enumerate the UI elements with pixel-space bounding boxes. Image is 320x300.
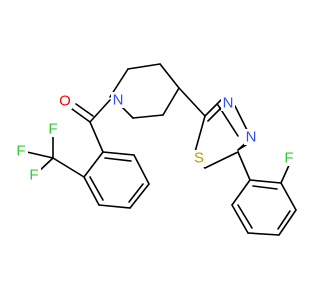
bond bbox=[204, 151, 239, 169]
bond bbox=[231, 179, 251, 206]
bond bbox=[132, 114, 164, 119]
bond bbox=[89, 99, 111, 123]
structure-svg: O N N N S F F F F bbox=[15, 63, 297, 236]
bond bbox=[162, 87, 180, 116]
bond bbox=[83, 176, 100, 206]
oxygen-atom-label: O bbox=[59, 93, 71, 110]
fluorine-atom-label: F bbox=[48, 121, 57, 138]
fluorine-atom-label: F bbox=[16, 143, 25, 160]
bond bbox=[194, 115, 206, 153]
bond bbox=[89, 176, 104, 201]
bond bbox=[133, 154, 150, 185]
bond bbox=[128, 183, 144, 203]
bond bbox=[278, 209, 297, 236]
bond bbox=[178, 87, 206, 117]
bonds-group bbox=[26, 63, 297, 236]
bond bbox=[83, 151, 104, 178]
bond bbox=[71, 108, 91, 123]
bond bbox=[129, 183, 150, 209]
bond bbox=[280, 182, 297, 211]
bond bbox=[102, 151, 135, 156]
atom-labels-group: O N N N S F F F F bbox=[15, 92, 296, 184]
bond bbox=[249, 179, 282, 184]
bond bbox=[252, 185, 278, 190]
bond bbox=[237, 151, 251, 181]
bond bbox=[98, 204, 131, 209]
sulfur-atom-label: S bbox=[194, 150, 204, 167]
bond bbox=[247, 232, 280, 236]
bond bbox=[26, 151, 54, 159]
bond bbox=[52, 157, 85, 178]
bond bbox=[204, 99, 222, 117]
bond bbox=[280, 162, 291, 184]
bond bbox=[127, 63, 161, 70]
bond bbox=[89, 121, 104, 153]
fluorine-atom-label: F bbox=[29, 167, 38, 184]
bond bbox=[237, 204, 253, 229]
bond bbox=[159, 63, 180, 89]
bond bbox=[237, 144, 247, 151]
nitrogen-atom-label: N bbox=[223, 95, 234, 112]
fluorine-atom-label: F bbox=[284, 150, 293, 167]
bond bbox=[277, 210, 291, 230]
nitrogen-atom-label: N bbox=[246, 129, 257, 146]
bond bbox=[104, 157, 132, 162]
bond bbox=[75, 103, 94, 117]
bond bbox=[231, 204, 249, 234]
nitrogen-atom-label: N bbox=[113, 92, 124, 109]
molecule-diagram: O N N N S F F F F bbox=[15, 63, 297, 236]
